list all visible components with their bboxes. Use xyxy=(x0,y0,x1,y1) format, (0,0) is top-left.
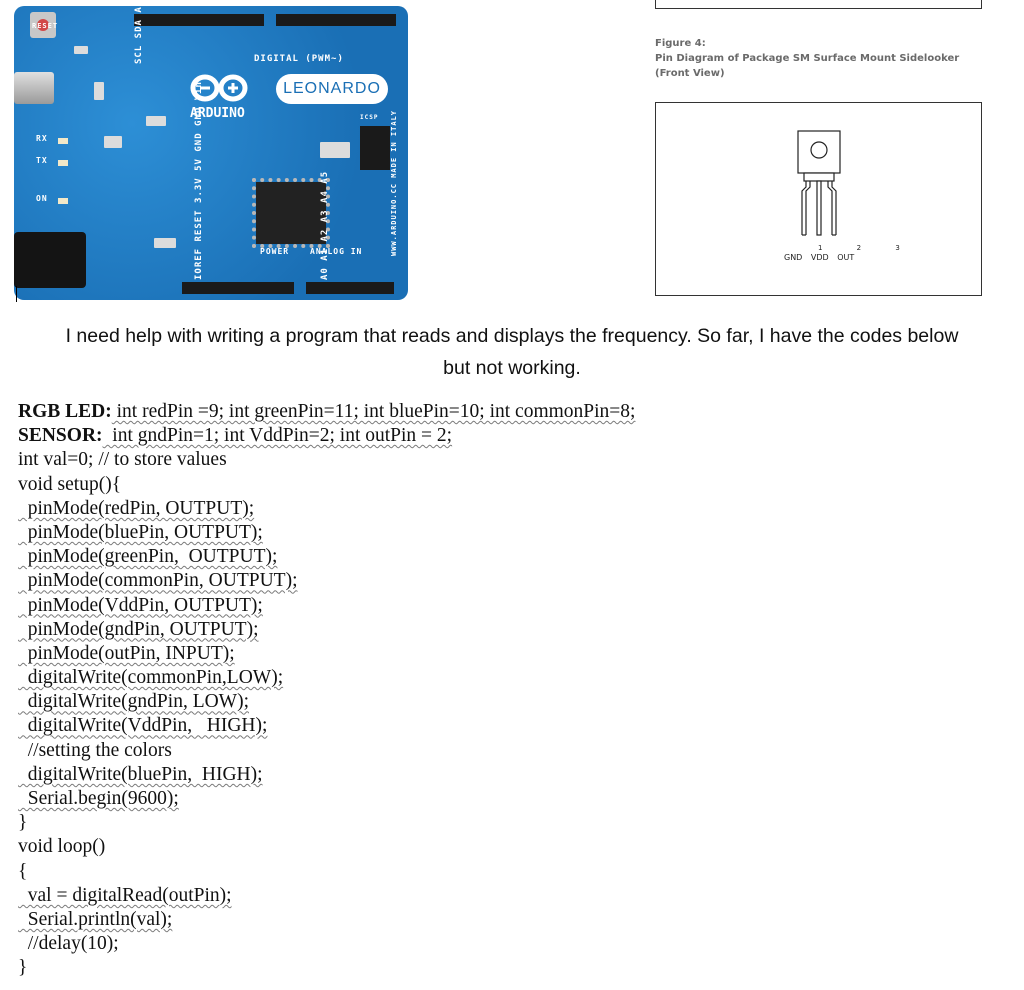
sensor-declarations: int gndPin=1; int VddPin=2; int outPin =… xyxy=(102,425,453,447)
code-line: digitalWrite(gndPin, LOW); xyxy=(18,691,250,713)
pin-name-vdd: VDD xyxy=(810,253,829,262)
reset-label: RESET xyxy=(32,22,59,30)
power-label: POWER xyxy=(260,247,290,256)
code-line: //delay(10); xyxy=(18,933,119,955)
code-line: void loop() xyxy=(18,836,106,858)
smd-part xyxy=(320,142,350,158)
sidelooker-package-drawing xyxy=(797,130,841,236)
digital-header-right xyxy=(276,14,396,26)
code-line: pinMode(outPin, INPUT); xyxy=(18,642,235,664)
code-line: } xyxy=(18,812,28,834)
code-line: digitalWrite(bluePin, HIGH); xyxy=(18,763,263,785)
figure-caption: Figure 4: Pin Diagram of Package SM Surf… xyxy=(655,36,959,81)
leonardo-badge: LEONARDO xyxy=(276,74,388,104)
analog-pin-labels: A0 A1 A2 A3 A4 A5 xyxy=(320,170,330,280)
code-line: { xyxy=(18,860,28,882)
smd-part xyxy=(146,116,166,126)
pin-names: GND VDD OUT xyxy=(784,253,860,262)
code-line: digitalWrite(VddPin, HIGH); xyxy=(18,715,268,737)
arduino-infinity-logo xyxy=(190,74,248,102)
power-header xyxy=(182,282,294,294)
code-line: pinMode(greenPin, OUTPUT); xyxy=(18,546,278,568)
sensor-pin-diagram: 1 2 3 GND VDD OUT xyxy=(655,102,982,296)
code-listing: RGB LED: int redPin =9; int greenPin=11;… xyxy=(18,400,635,981)
digital-header-left xyxy=(134,14,264,26)
figure-subtitle: (Front View) xyxy=(655,68,725,79)
code-line: val = digitalRead(outPin); xyxy=(18,884,232,906)
power-jack-graphic xyxy=(14,232,86,288)
smd-part xyxy=(74,46,88,54)
code-line: digitalWrite(commonPin,LOW); xyxy=(18,667,284,689)
reset-button-graphic xyxy=(30,12,56,38)
rgb-label: RGB LED: xyxy=(18,401,112,422)
figure-number: Figure 4: xyxy=(655,38,706,49)
rx-led xyxy=(58,138,68,144)
microcontroller-chip xyxy=(252,178,330,248)
pin-name-out: OUT xyxy=(837,253,855,262)
analog-in-label: ANALOG IN xyxy=(310,247,363,256)
code-line: pinMode(VddPin, OUTPUT); xyxy=(18,594,263,616)
code-line-sensor: SENSOR: int gndPin=1; int VddPin=2; int … xyxy=(18,424,635,448)
text-cursor xyxy=(16,286,17,302)
pin-name-gnd: GND xyxy=(784,253,803,262)
code-line: Serial.println(val); xyxy=(18,908,173,930)
icsp-header xyxy=(360,126,390,170)
code-line: Serial.begin(9600); xyxy=(18,788,179,809)
question-line-2: but not working. xyxy=(443,357,581,379)
power-pin-labels: IOREF RESET 3.3V 5V GND GND Vin xyxy=(194,81,204,280)
smd-part xyxy=(154,238,176,248)
sensor-label: SENSOR: xyxy=(18,425,103,447)
digital-pin-labels: SCL SDA AREF GND ~13 12 ~11 ~10 ~9 8 7 ~… xyxy=(134,6,144,64)
code-line: void setup(){ xyxy=(18,473,122,495)
on-label: ON xyxy=(36,194,48,203)
code-line: } xyxy=(18,957,28,979)
code-line: int val=0; // to store values xyxy=(18,449,227,471)
tx-label: TX xyxy=(36,156,48,165)
question-text: I need help with writing a program that … xyxy=(10,320,1014,384)
code-line: pinMode(redPin, OUTPUT); xyxy=(18,497,255,519)
smd-part xyxy=(94,82,104,100)
icsp-label: ICSP xyxy=(360,114,379,121)
rx-label: RX xyxy=(36,134,48,143)
on-led xyxy=(58,198,68,204)
analog-header xyxy=(306,282,394,294)
arduino-leonardo-board-image: LEONARDO ARDUINO RESET SCL SDA AREF GND … xyxy=(14,6,408,300)
digital-pwm-label: DIGITAL (PWM~) xyxy=(254,54,344,64)
code-line: pinMode(bluePin, OUTPUT); xyxy=(18,521,263,543)
usb-port-graphic xyxy=(14,72,54,104)
figure-title: Pin Diagram of Package SM Surface Mount … xyxy=(655,53,960,64)
code-line: pinMode(gndPin, OUTPUT); xyxy=(18,618,259,640)
question-line-1: I need help with writing a program that … xyxy=(65,325,959,347)
arduino-brand-text: ARDUINO xyxy=(190,106,245,121)
smd-part xyxy=(104,136,122,148)
tx-led xyxy=(58,160,68,166)
code-line-rgb: RGB LED: int redPin =9; int greenPin=11;… xyxy=(18,400,635,424)
made-in-italy-label: WWW.ARDUINO.CC MADE IN ITALY xyxy=(390,109,398,256)
pin-numbers: 1 2 3 xyxy=(818,244,916,252)
code-line: //setting the colors xyxy=(18,739,172,761)
figure-top-box-edge xyxy=(655,0,982,9)
rgb-declarations: int redPin =9; int greenPin=11; int blue… xyxy=(111,401,636,422)
code-line: pinMode(commonPin, OUTPUT); xyxy=(18,570,298,592)
